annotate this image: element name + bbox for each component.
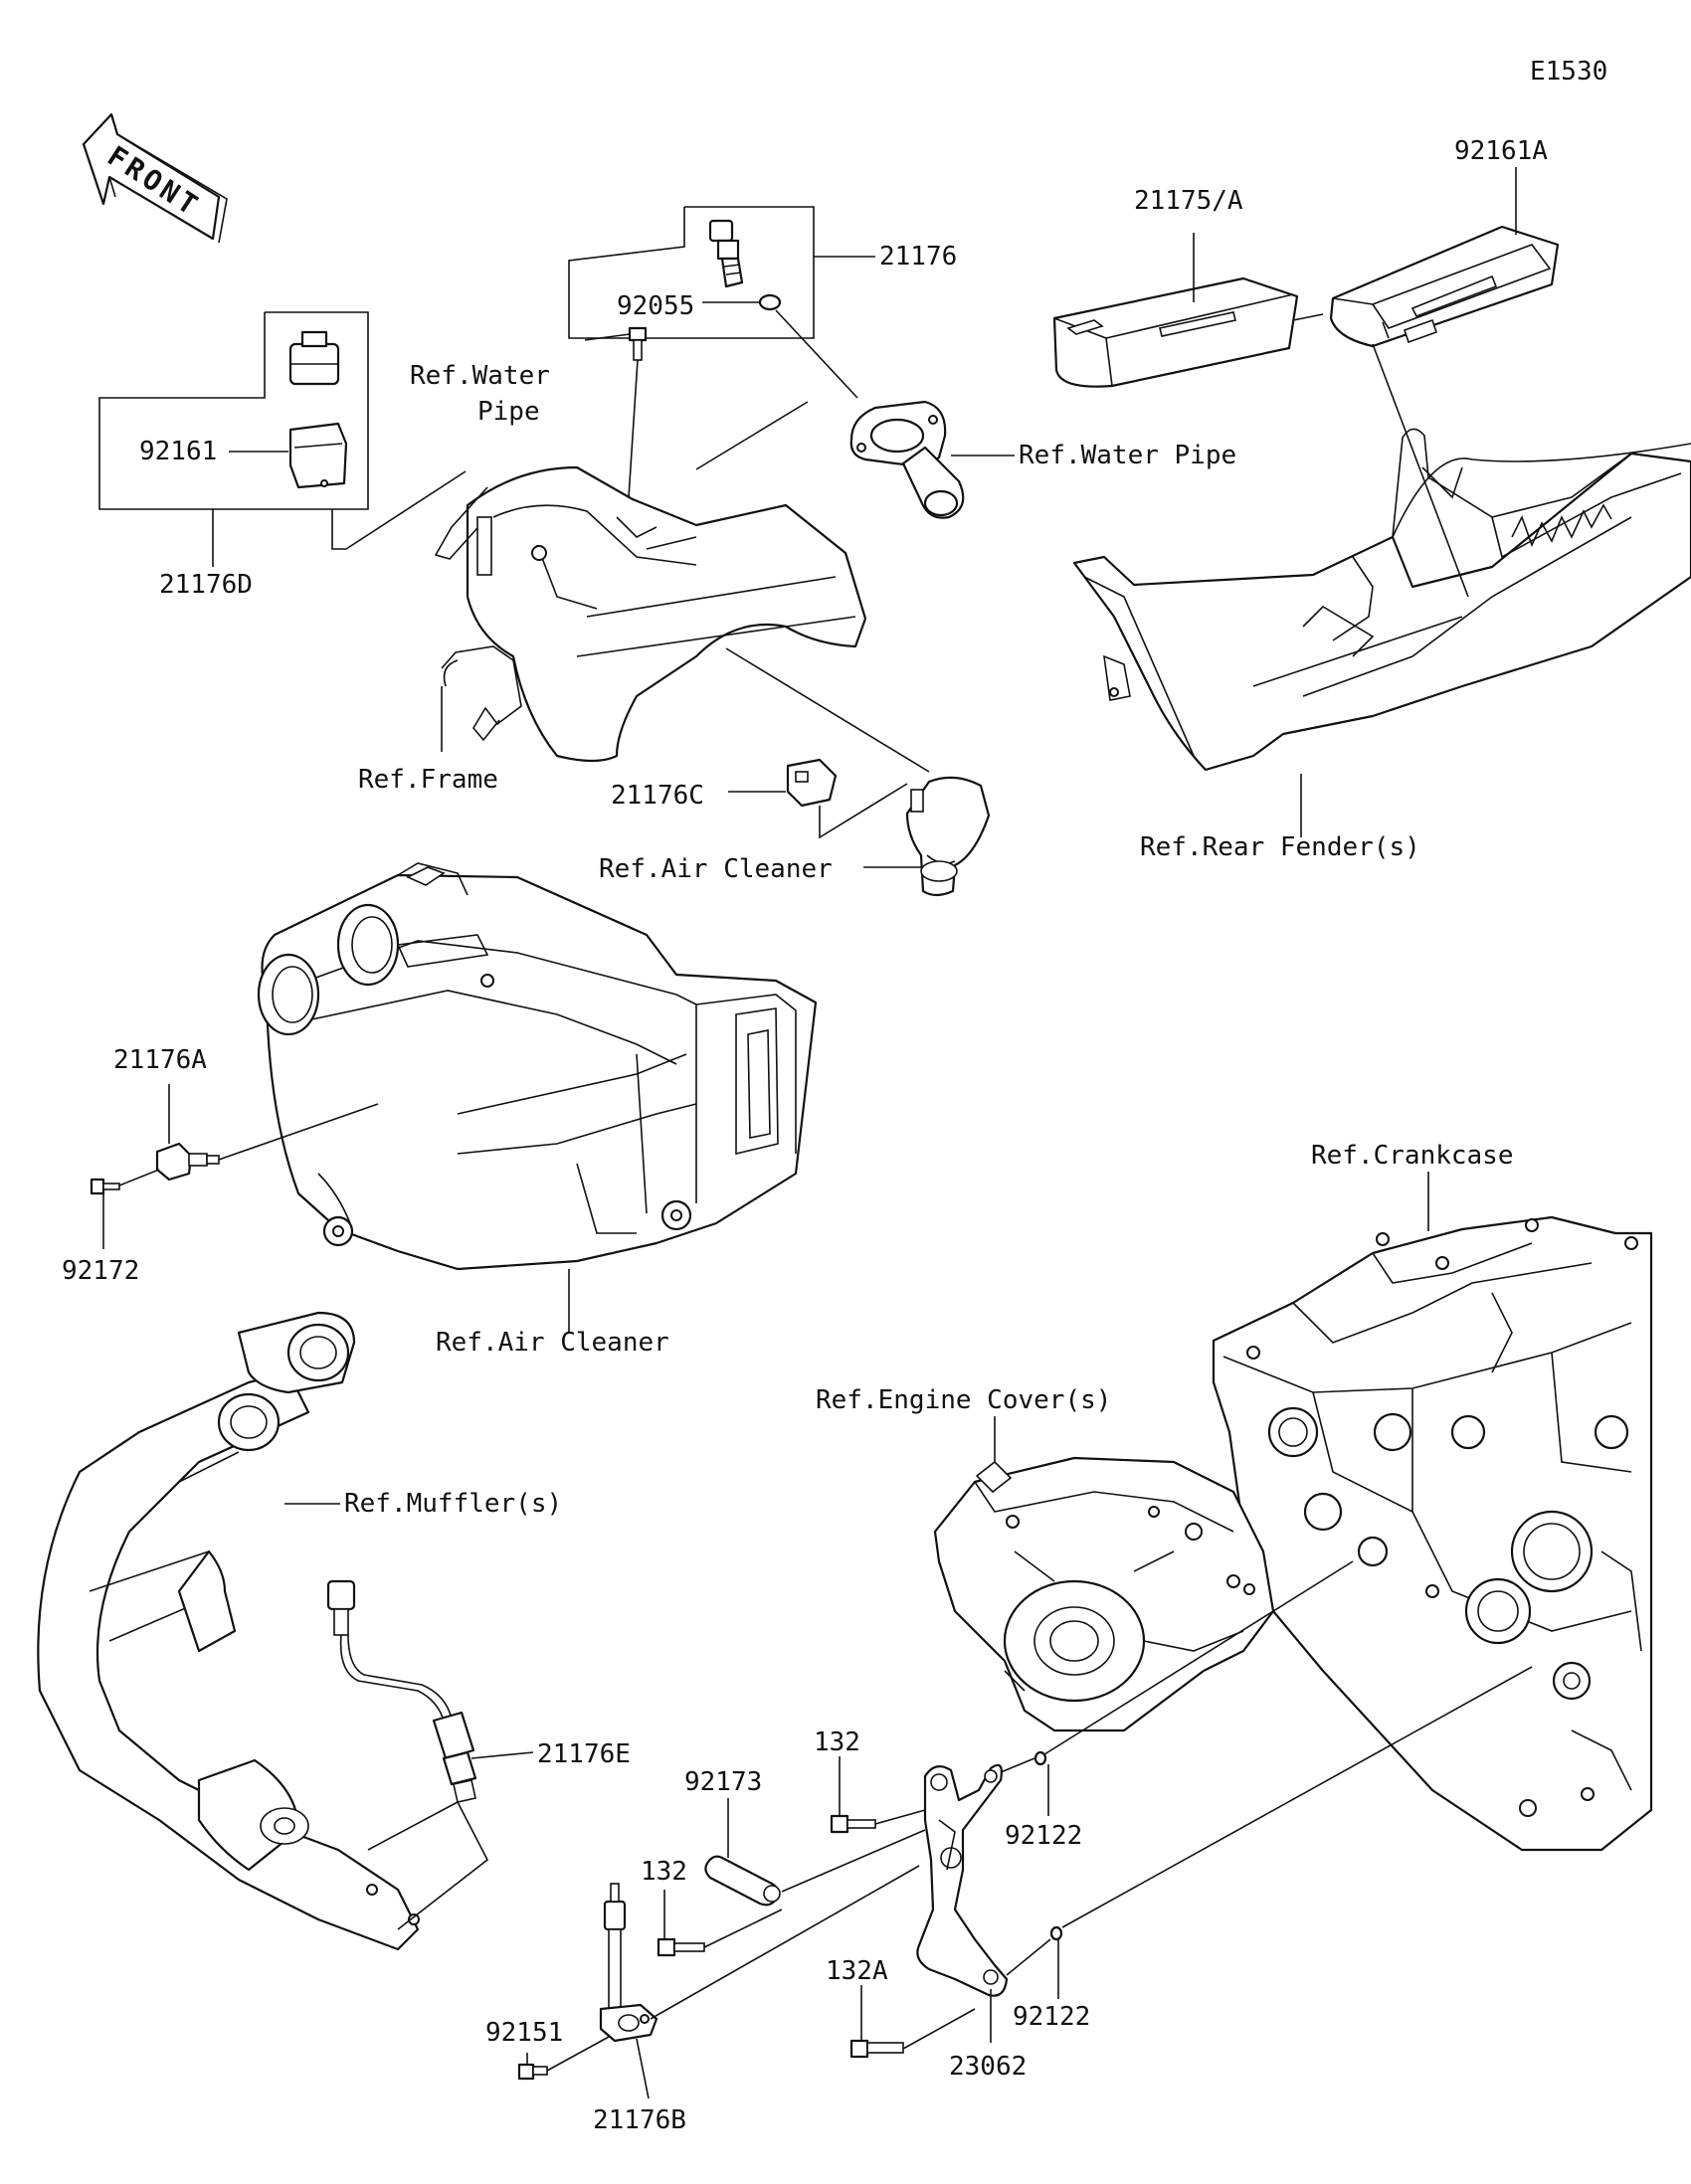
front-arrow-icon: FRONT bbox=[82, 112, 228, 244]
screw-92151: 92151 bbox=[485, 2018, 610, 2081]
temperature-sensor-21176 bbox=[708, 219, 744, 288]
label-ref-air-cleaner: Ref.Air Cleaner bbox=[436, 1328, 669, 1358]
label-ref-muffler: Ref.Muffler(s) bbox=[344, 1489, 562, 1519]
label-ref-water: Ref.Water bbox=[410, 361, 550, 391]
bolt-132A: 132A bbox=[826, 1956, 976, 2059]
rear-fender: Ref.Rear Fender(s) bbox=[1072, 343, 1691, 862]
collar-92173: 92173 bbox=[684, 1767, 926, 1907]
label-21175A: 21175/A bbox=[1134, 186, 1243, 216]
air-cleaner-box: Ref.Air Cleaner bbox=[257, 862, 818, 1358]
label-132A: 132A bbox=[826, 1956, 888, 1986]
label-21176E: 21176E bbox=[537, 1739, 631, 1769]
bolt-water-pipe: Ref.Water Pipe bbox=[410, 326, 648, 498]
label-ref-frame: Ref.Frame bbox=[358, 765, 498, 795]
sensor-21176A: 21176A bbox=[113, 1045, 379, 1182]
diagram-code: E1530 bbox=[1530, 57, 1607, 87]
air-cleaner-intake: Ref.Air Cleaner bbox=[599, 776, 991, 897]
label-21176B: 21176B bbox=[593, 2105, 686, 2135]
relay-connector bbox=[288, 330, 340, 386]
sensor-21176-group: 21176 92055 bbox=[568, 206, 957, 399]
label-21176D: 21176D bbox=[159, 570, 253, 600]
label-ref-engine-cover: Ref.Engine Cover(s) bbox=[816, 1385, 1111, 1415]
label-92161A: 92161A bbox=[1454, 136, 1548, 166]
label-92172: 92172 bbox=[62, 1256, 139, 1286]
ecu-21175A: 21175/A bbox=[1052, 186, 1324, 388]
oxygen-sensor-21176E: 21176E bbox=[326, 1579, 631, 1930]
label-132-lower: 132 bbox=[641, 1857, 687, 1887]
label-92055: 92055 bbox=[617, 291, 694, 321]
washer-92055 bbox=[758, 293, 782, 311]
relay-92161 bbox=[288, 422, 348, 489]
frame-section: Ref.Frame bbox=[358, 401, 930, 795]
label-92151: 92151 bbox=[485, 2018, 563, 2048]
label-ref-rear-fender: Ref.Rear Fender(s) bbox=[1140, 832, 1420, 862]
ecu-bracket-92161A: 92161A bbox=[1329, 136, 1560, 348]
relay-21176D-group: 92161 21176D bbox=[98, 311, 467, 600]
label-pipe: Pipe bbox=[477, 397, 540, 427]
crankcase: Ref.Crankcase bbox=[1212, 1141, 1653, 1852]
dowel-pin-92122-lower: 92122 bbox=[1006, 1666, 1533, 2032]
label-21176C: 21176C bbox=[611, 781, 704, 811]
bolt-132-lower: 132 bbox=[641, 1857, 783, 1957]
sensor-21176C: 21176C bbox=[611, 758, 908, 839]
label-21176: 21176 bbox=[879, 242, 957, 272]
bolt-132-upper: 132 bbox=[814, 1728, 926, 1834]
label-132-upper: 132 bbox=[814, 1728, 860, 1757]
bracket-23062: 23062 bbox=[916, 1763, 1027, 2082]
muffler-pipe: Ref.Muffler(s) bbox=[37, 1311, 562, 1951]
label-ref-water-pipe: Ref.Water Pipe bbox=[1019, 441, 1236, 470]
label-92161: 92161 bbox=[139, 437, 217, 466]
screw-92172: 92172 bbox=[62, 1169, 160, 1286]
label-21176A: 21176A bbox=[113, 1045, 207, 1075]
water-pipe-fitting: Ref.Water Pipe bbox=[849, 400, 1236, 519]
label-23062: 23062 bbox=[949, 2052, 1027, 2082]
label-92173: 92173 bbox=[684, 1767, 762, 1797]
label-ref-crankcase: Ref.Crankcase bbox=[1311, 1141, 1514, 1171]
label-92122-lower: 92122 bbox=[1013, 2002, 1090, 2032]
label-ref-air-cleaner-upper: Ref.Air Cleaner bbox=[599, 854, 833, 884]
speed-sensor-21176B: 21176B bbox=[593, 1865, 920, 2135]
dowel-pin-92122-upper: 92122 bbox=[1000, 1560, 1354, 1851]
label-92122-upper: 92122 bbox=[1005, 1821, 1082, 1851]
engine-cover: Ref.Engine Cover(s) bbox=[816, 1385, 1275, 1732]
